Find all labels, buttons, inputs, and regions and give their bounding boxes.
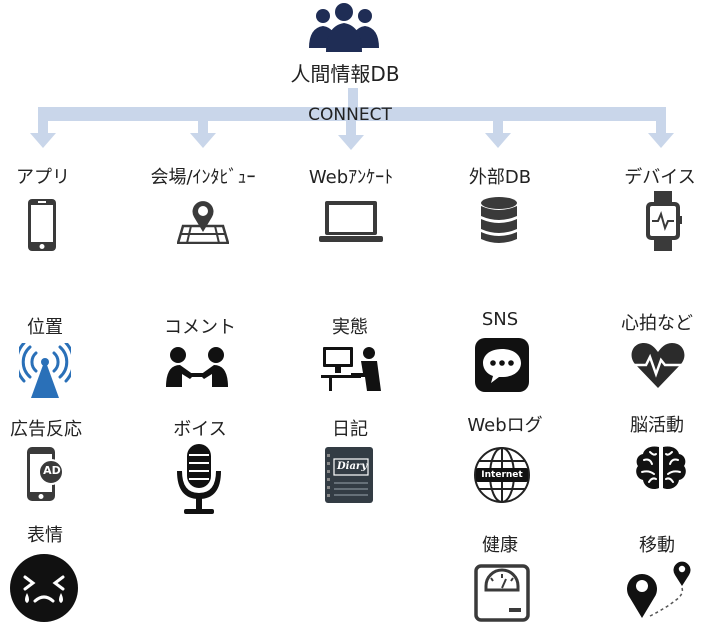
crying-face-icon: [9, 553, 79, 623]
connector-label: CONNECT: [308, 105, 392, 125]
item-label-movement: 移動: [639, 535, 675, 556]
route-pins-icon: [626, 560, 696, 620]
conversation-icon: [164, 343, 230, 389]
heartbeat-icon: [630, 340, 686, 390]
item-label-ad-response: 広告反応: [10, 419, 82, 440]
diary-text: Diary: [336, 461, 368, 472]
brain-icon: [634, 444, 688, 492]
item-label-sns: SNS: [481, 309, 519, 330]
item-label-brain: 脳活動: [630, 415, 684, 436]
source-label-external-db: 外部DB: [468, 167, 532, 188]
smartwatch-icon: [644, 190, 682, 252]
database-icon: [480, 196, 518, 246]
people-group-icon: [305, 2, 383, 52]
person-computer-icon: [321, 345, 383, 393]
ad-phone-icon: [26, 446, 66, 502]
laptop-icon: [319, 200, 383, 244]
item-label-expression: 表情: [27, 525, 63, 546]
map-pin-icon: [177, 198, 229, 244]
item-label-location: 位置: [27, 317, 63, 338]
chat-bubble-icon: [474, 337, 530, 393]
scale-icon: [474, 564, 530, 622]
item-label-comment: コメント: [164, 317, 236, 338]
internet-text: Internet: [481, 470, 523, 480]
item-label-weblog: Webログ: [467, 415, 543, 436]
source-label-app: アプリ: [16, 167, 70, 188]
item-label-voice: ボイス: [173, 419, 227, 440]
smartphone-icon: [27, 198, 57, 252]
wireless-signal-icon: [19, 343, 71, 399]
source-label-venue-interview: 会場/ｲﾝﾀﾋﾞｭｰ: [150, 167, 256, 188]
source-label-web-survey: Webｱﾝｹｰﾄ: [308, 167, 394, 188]
internet-globe-icon: [473, 446, 531, 504]
db-title: 人間情報DB: [290, 62, 400, 86]
connector-arrows: [30, 88, 674, 150]
item-label-health: 健康: [482, 535, 518, 556]
item-label-heartrate: 心拍など: [621, 313, 693, 334]
item-label-reality: 実態: [332, 317, 368, 338]
item-label-diary: 日記: [332, 419, 368, 440]
ad-text: AD: [43, 464, 61, 477]
diary-icon: [324, 446, 374, 504]
microphone-icon: [174, 443, 224, 515]
source-label-device: デバイス: [624, 167, 696, 188]
